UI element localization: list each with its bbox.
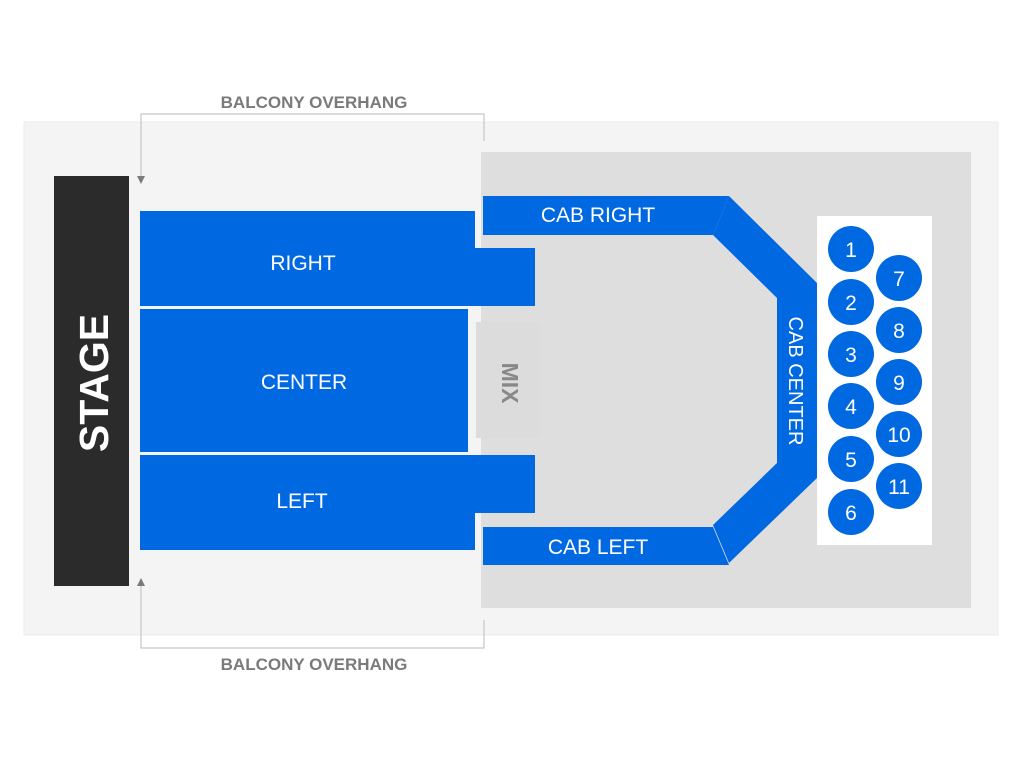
table-8[interactable]: 8 [876, 307, 922, 353]
table-6-label: 6 [845, 502, 857, 525]
balcony-overhang-top-label: BALCONY OVERHANG [221, 93, 408, 112]
table-2[interactable]: 2 [828, 279, 874, 325]
stage-label: STAGE [71, 314, 117, 452]
stage [54, 176, 129, 586]
table-5[interactable]: 5 [828, 436, 874, 482]
section-cab-left[interactable] [483, 527, 729, 565]
section-right[interactable] [140, 211, 535, 306]
table-11-label: 11 [888, 476, 910, 499]
table-3-label: 3 [845, 344, 857, 367]
mix-booth [476, 322, 540, 438]
section-cab-left-label: CAB LEFT [548, 536, 649, 559]
table-4[interactable]: 4 [828, 383, 874, 429]
section-center[interactable] [140, 309, 468, 452]
table-11[interactable]: 11 [876, 463, 922, 509]
balcony-overhang-bottom-label: BALCONY OVERHANG [221, 655, 408, 674]
section-left[interactable] [140, 455, 535, 550]
table-9[interactable]: 9 [876, 359, 922, 405]
section-cab-right-label: CAB RIGHT [541, 204, 656, 227]
table-10[interactable]: 10 [876, 411, 922, 457]
section-cab-right[interactable] [483, 196, 729, 235]
table-7-label: 7 [893, 268, 905, 291]
table-5-label: 5 [845, 449, 857, 472]
table-3[interactable]: 3 [828, 331, 874, 377]
table-7[interactable]: 7 [876, 255, 922, 301]
section-center-label: CENTER [261, 371, 347, 394]
table-2-label: 2 [845, 292, 857, 315]
section-left-label: LEFT [276, 490, 328, 513]
balcony-overhang-bottom-bracket [140, 586, 485, 649]
table-1-label: 1 [845, 239, 857, 262]
table-4-label: 4 [845, 396, 857, 419]
section-cab-center-label: CAB CENTER [784, 317, 806, 446]
table-1[interactable]: 1 [828, 226, 874, 272]
section-cab-center[interactable] [713, 196, 817, 563]
section-right-label: RIGHT [270, 252, 336, 275]
balcony-top-arrow [137, 176, 145, 184]
table-8-label: 8 [893, 320, 905, 343]
balcony-bottom-arrow [137, 578, 145, 586]
table-10-label: 10 [887, 424, 910, 447]
mix-label: MIX [497, 363, 523, 405]
table-9-label: 9 [893, 372, 905, 395]
table-6[interactable]: 6 [828, 489, 874, 535]
balcony-overhang-top-bracket [140, 113, 485, 178]
